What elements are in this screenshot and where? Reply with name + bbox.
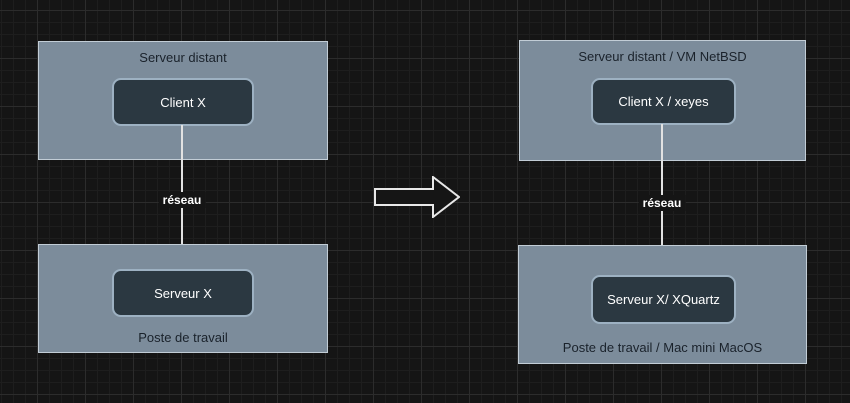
left-serveur-x-node[interactable]: Serveur X [112, 269, 254, 317]
left-remote-server-title: Serveur distant [139, 50, 227, 65]
right-xquartz-node[interactable]: Serveur X/ XQuartz [591, 275, 736, 324]
left-serveur-x-label: Serveur X [154, 285, 212, 301]
right-workstation-box[interactable]: Serveur X/ XQuartz Poste de travail / Ma… [518, 245, 807, 364]
left-client-x-node[interactable]: Client X [112, 78, 254, 126]
left-workstation-box[interactable]: Serveur X Poste de travail [38, 244, 328, 353]
left-network-label: réseau [158, 192, 206, 208]
right-block-arrow-icon[interactable] [374, 174, 461, 223]
left-client-x-label: Client X [160, 94, 206, 110]
left-workstation-title: Poste de travail [138, 330, 228, 345]
right-client-xeyes-node[interactable]: Client X / xeyes [591, 78, 736, 125]
left-network-connector[interactable] [181, 125, 183, 258]
right-network-connector[interactable] [661, 124, 663, 263]
right-remote-server-title: Serveur distant / VM NetBSD [578, 49, 747, 64]
right-network-label: réseau [638, 195, 686, 211]
right-client-xeyes-label: Client X / xeyes [618, 94, 709, 109]
right-workstation-title: Poste de travail / Mac mini MacOS [562, 340, 763, 355]
right-xquartz-label: Serveur X/ XQuartz [607, 292, 720, 307]
left-remote-server-box[interactable]: Serveur distant Client X [38, 41, 328, 160]
